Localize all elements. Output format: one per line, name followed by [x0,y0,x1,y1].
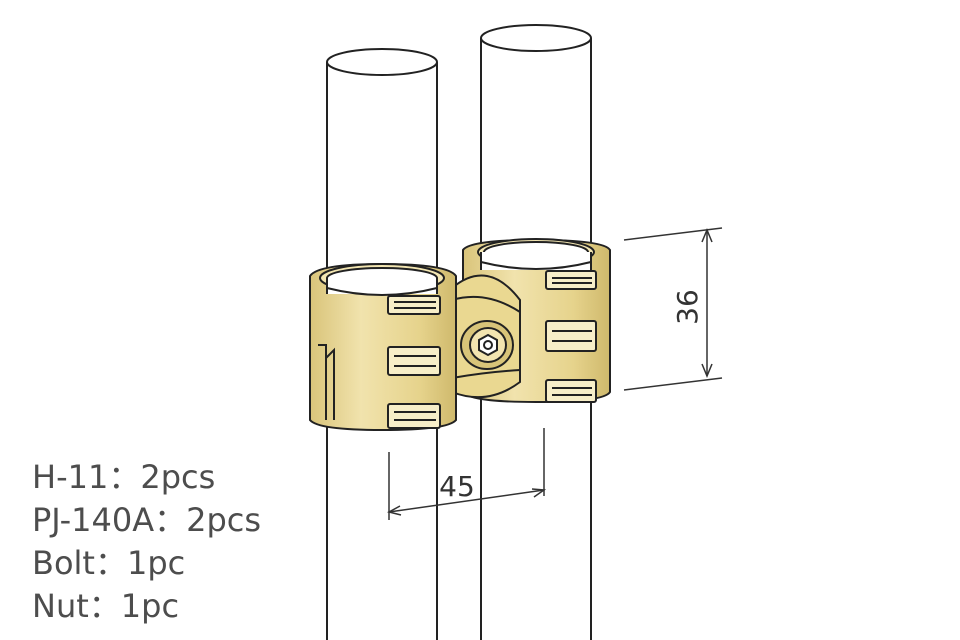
part-separator: ： [154,501,187,539]
parts-list: H-11：2pcs PJ-140A：2pcs Bolt：1pc Nut：1pc [32,456,261,628]
height-dimension-label: 36 [671,289,704,325]
parts-list-item: H-11：2pcs [32,456,261,499]
left-clamp [309,262,457,432]
part-separator: ： [88,587,121,625]
right-clamp-slots [545,270,597,403]
part-quantity: 1pc [120,587,180,625]
parts-list-item: PJ-140A：2pcs [32,499,261,542]
part-quantity: 2pcs [140,458,216,496]
part-name: Nut [32,587,89,625]
part-name: PJ-140A [32,501,155,539]
part-quantity: 1pc [126,544,186,582]
part-separator: ： [108,458,141,496]
connector-block [451,274,521,399]
width-dimension-label: 45 [439,470,475,503]
left-clamp-slots [387,295,441,429]
bolt-icon [460,320,514,370]
part-name: Bolt [32,544,95,582]
parts-list-item: Nut：1pc [32,585,261,628]
parts-list-item: Bolt：1pc [32,542,261,585]
part-separator: ： [94,544,127,582]
width-dimension [386,428,547,520]
part-name: H-11 [32,458,109,496]
height-dimension [623,227,723,391]
part-quantity: 2pcs [186,501,262,539]
